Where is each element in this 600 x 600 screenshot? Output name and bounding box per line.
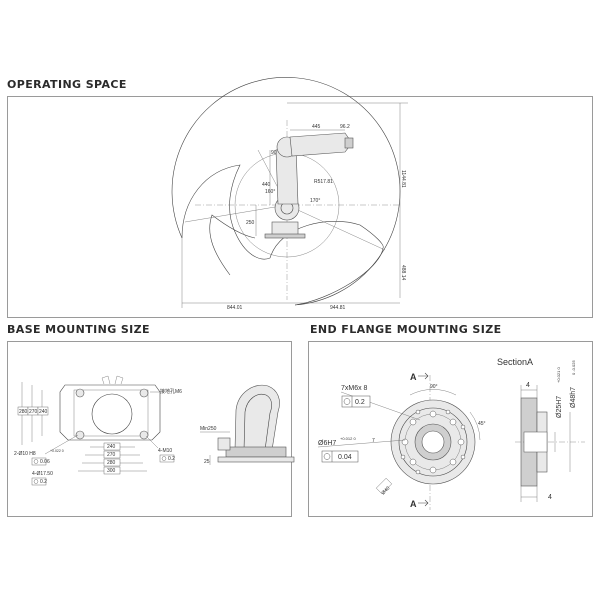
base-side-view (217, 384, 295, 463)
leader-6h7 (317, 439, 406, 448)
robot-upper-arm (289, 132, 353, 157)
leader-m10 (145, 435, 159, 449)
dim-90: 90 (271, 150, 277, 156)
dim-25h7: Ø25H7 (556, 396, 563, 418)
dim-445: 445 (312, 124, 321, 130)
dim-b270: 270 (107, 452, 116, 458)
dim-4xm10: 4-M10 (158, 448, 172, 454)
dim-angle-160: 160° (265, 189, 275, 195)
flange-bolt-holes (400, 409, 466, 475)
base-hole-bl (75, 430, 85, 440)
gd-tol-02-base-b: 0.2 (168, 456, 175, 462)
reach-envelope-inner (209, 214, 256, 276)
dim-270-v: 270 (29, 409, 38, 415)
cut-a-top: A (410, 372, 417, 382)
dim-440: 440 (262, 182, 271, 188)
base-mounting-drawing: 280 270 240 接地孔M6 2-Ø10 H8 +0.022 0 0.06… (14, 375, 295, 486)
base-outline (59, 384, 161, 441)
dim-48h7: Ø48h7 (570, 387, 577, 408)
panel-operating-space (7, 96, 593, 318)
base-connector-left (101, 375, 111, 385)
base-hole-br (139, 430, 149, 440)
dim-r517: R517.81 (314, 179, 333, 185)
dim-250: 250 (246, 220, 255, 226)
section-bore (523, 431, 548, 453)
dim-96-2: 96.2 (340, 124, 350, 130)
angle-45: 45° (478, 421, 486, 427)
title-end-flange: END FLANGE MOUNTING SIZE (310, 323, 502, 336)
gd-tol-004: 0.04 (338, 454, 352, 461)
flange-section-view (515, 385, 585, 502)
dim-2x10-h8: 2-Ø10 H8 (14, 451, 36, 457)
robot-wrist (344, 137, 354, 149)
side-connector (217, 437, 231, 451)
dim-1144-81: 1144.81 (400, 170, 406, 188)
base-hole-tl (75, 388, 85, 398)
dim-angle-170: 170° (310, 198, 320, 204)
base-inner-rect (73, 389, 149, 437)
dim-4-bottom: 4 (548, 494, 552, 501)
end-flange-drawing: SectionA A A (317, 357, 585, 510)
title-base-mounting: BASE MOUNTING SIZE (7, 323, 150, 336)
gd-tol-006: 0.06 (40, 459, 50, 465)
base-center-bore (91, 393, 133, 435)
tol-48h7: 0 -0.025 (571, 360, 576, 375)
depth-7: 7 (372, 438, 375, 444)
tol-h8: +0.022 0 (50, 449, 64, 453)
side-arm-inner (243, 393, 272, 451)
robot-base-plate (264, 233, 306, 239)
dim-488-14: 488.14 (400, 265, 406, 281)
base-hole-tr (139, 388, 149, 398)
reach-envelope-outer (171, 77, 401, 306)
dim-40: Ø40 (380, 485, 391, 496)
gd-tol-02-base: 0.2 (40, 479, 47, 485)
robot-arm-side-view (264, 132, 354, 239)
reach-envelope-left-lobe (181, 164, 271, 260)
dim-b280: 280 (107, 460, 116, 466)
dim-6h7: Ø6H7 (318, 440, 336, 447)
tol-25h7: +0.021 0 (556, 367, 561, 383)
dim-944-81: 944.81 (330, 305, 346, 311)
gd-tol-02-flange: 0.2 (355, 399, 365, 406)
dim-4-top: 4 (526, 382, 530, 389)
section-a-label: SectionA (497, 357, 533, 367)
tol-6h7: +0.012 0 (340, 436, 356, 441)
leader-2x10 (44, 434, 79, 455)
dim-b300: 300 (107, 468, 116, 474)
arc-90 (409, 389, 457, 396)
side-arm-curve (234, 384, 280, 451)
angle-90: 90° (430, 384, 438, 390)
dim-280-v: 280 (19, 409, 28, 415)
dim-b240: 240 (107, 444, 116, 450)
base-connector-right (114, 375, 124, 385)
side-base-plate (217, 456, 295, 463)
dim-25: 25 (204, 459, 210, 465)
flange-center-bore (421, 430, 445, 454)
dim-min250: Min250 (200, 426, 217, 432)
dim-4x17-50: 4-Ø17.50 (32, 471, 53, 477)
cut-a-bottom: A (410, 499, 417, 509)
title-operating-space: OPERATING SPACE (7, 78, 127, 91)
radial-line-1 (184, 204, 288, 223)
arc-45 (469, 411, 481, 441)
reach-envelope-lower (294, 247, 384, 306)
flange-ring-1 (398, 407, 468, 477)
dim-7xm6: 7xM6x 8 (341, 385, 368, 392)
radial-line-2 (286, 204, 386, 251)
dim-240-v: 240 (39, 409, 48, 415)
operating-space-drawing: 445 96.2 90 440 R517.81 160° 170° 250 11… (171, 77, 408, 311)
note-ground-hole-m6: 接地孔M6 (160, 388, 182, 395)
dim-844-01: 844.01 (227, 305, 243, 311)
side-base-block (225, 446, 287, 458)
